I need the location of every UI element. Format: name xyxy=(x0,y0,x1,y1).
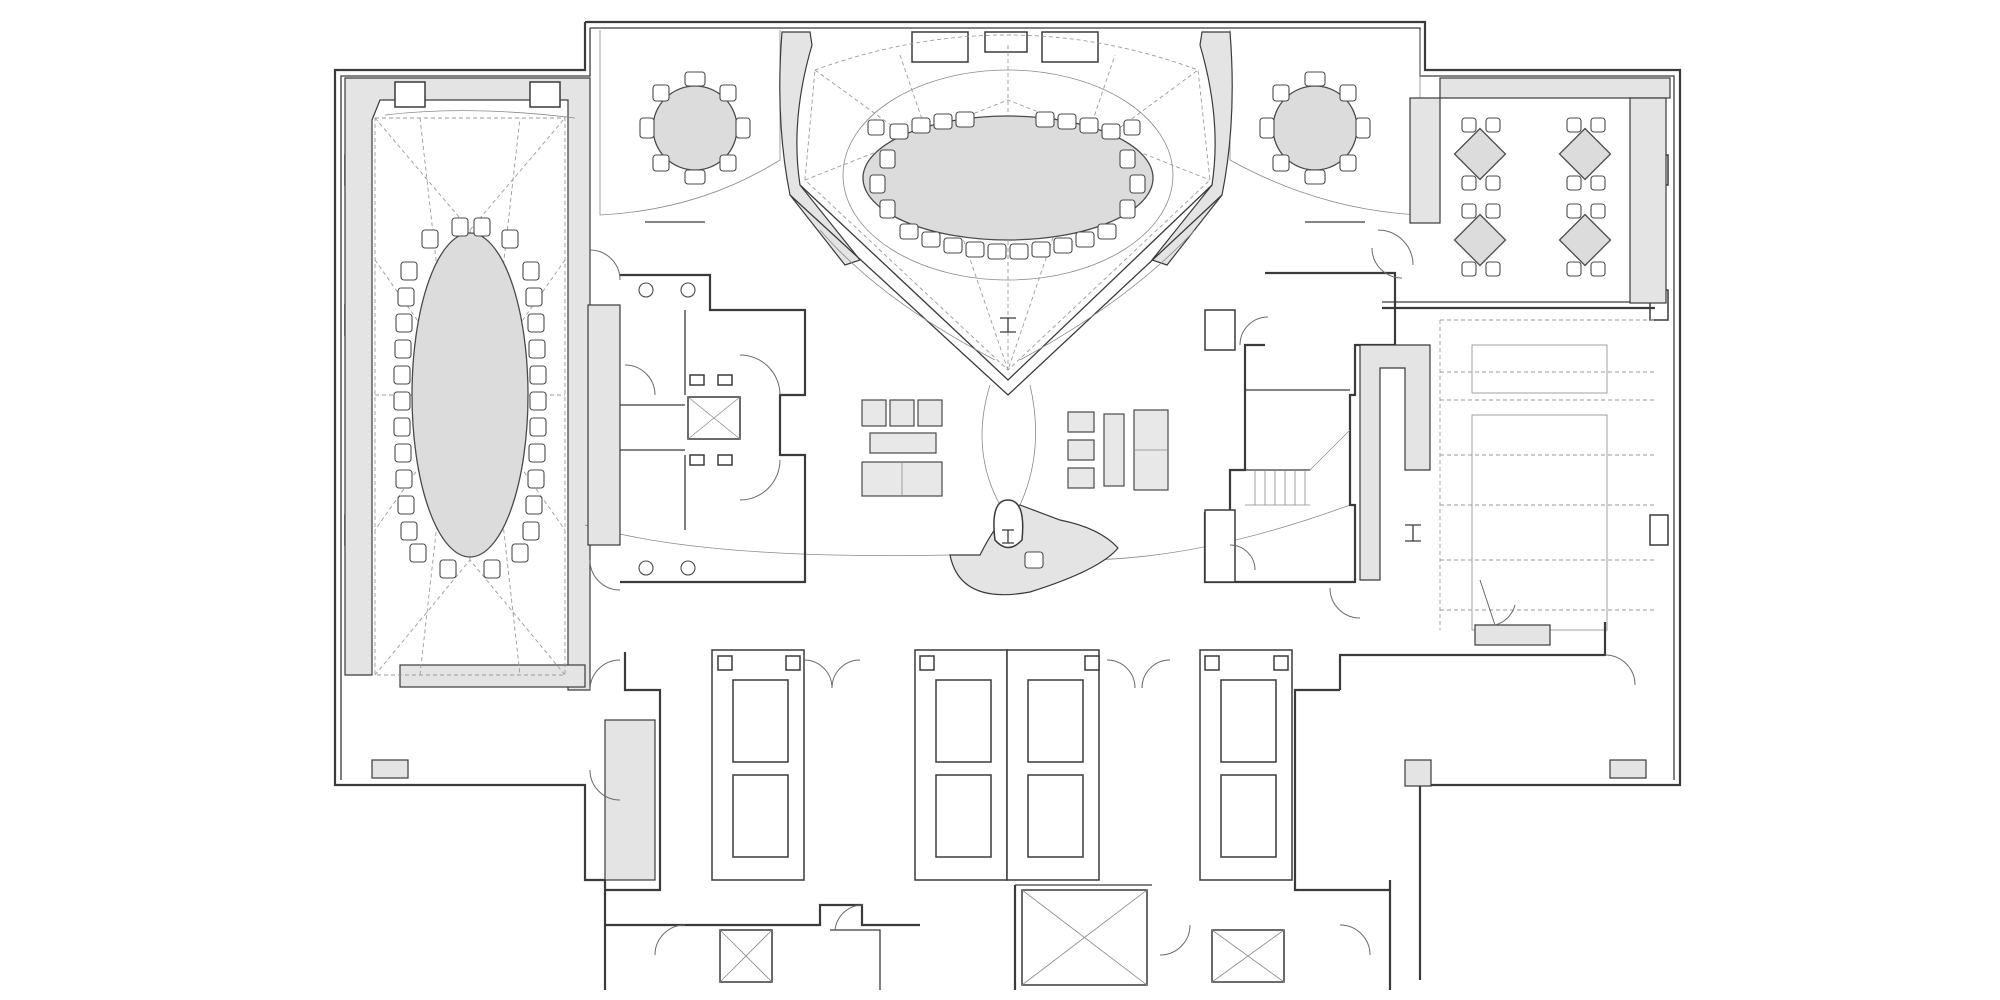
oval-boardroom-chairs xyxy=(867,111,1146,260)
west-boardroom-chairs xyxy=(393,217,547,579)
open-workspace-east xyxy=(1329,319,1655,690)
stair-core xyxy=(1203,229,1414,584)
round-table-meeting-east xyxy=(1229,30,1421,223)
square-dining-tables xyxy=(1453,117,1612,277)
round-table-meeting-west xyxy=(599,30,781,223)
oval-boardroom xyxy=(779,31,1233,396)
elevator-cabs xyxy=(732,679,1277,858)
dining-area-east xyxy=(1382,77,1671,310)
elevator-lobby xyxy=(589,649,1390,892)
stair-treads xyxy=(1245,429,1351,506)
boardroom-west xyxy=(344,77,591,691)
service-corridor xyxy=(605,884,1371,990)
restroom-core xyxy=(587,249,807,591)
